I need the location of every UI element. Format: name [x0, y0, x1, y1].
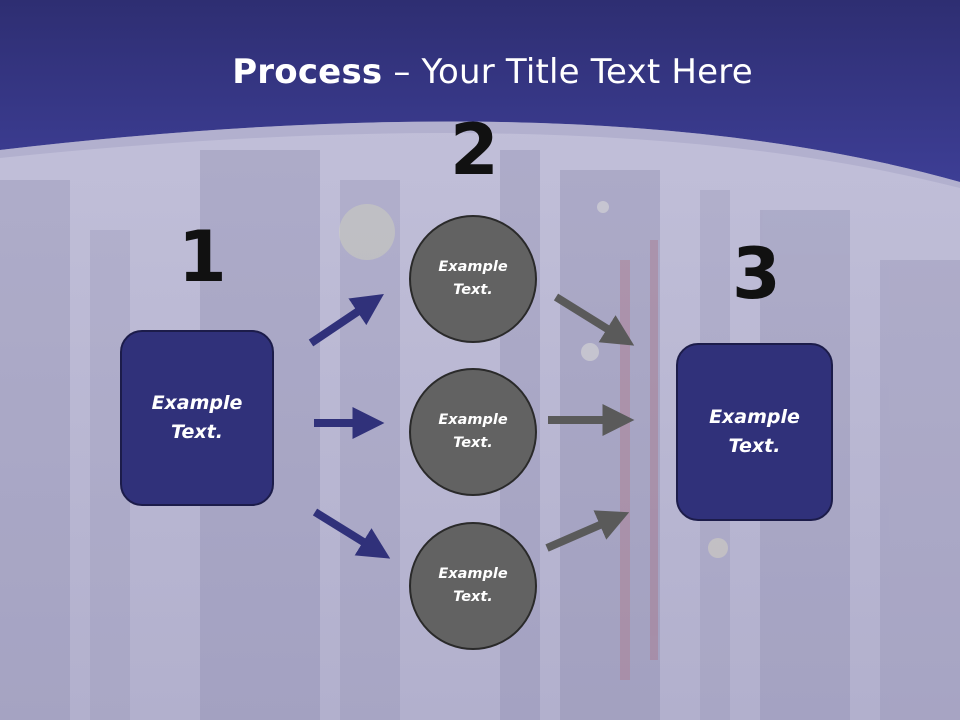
step-number-1: 1	[178, 216, 227, 298]
arrow-up-right	[308, 293, 384, 347]
step-2-circle-top: Example Text.	[409, 215, 537, 343]
step-number-2: 2	[450, 109, 499, 191]
arrow-down-right	[312, 508, 391, 559]
step-2-circle-middle-text: Example Text.	[438, 412, 508, 451]
step-2-circle-top-text: Example Text.	[438, 259, 508, 298]
step-2-circle-bottom-text: Example Text.	[438, 566, 508, 605]
arrow-gray-down-right	[553, 293, 635, 346]
step-1-box: Example Text.	[120, 330, 274, 506]
title-bold: Process	[232, 52, 383, 92]
step-3-text: Example Text.	[709, 406, 800, 457]
arrow-gray-up-right	[545, 510, 630, 552]
step-number-3: 3	[732, 233, 781, 315]
step-2-circle-middle: Example Text.	[409, 368, 537, 496]
slide-title: Process – Your Title Text Here	[0, 52, 960, 92]
title-rest: – Your Title Text Here	[382, 52, 753, 92]
step-2-circle-bottom: Example Text.	[409, 522, 537, 650]
step-3-box: Example Text.	[676, 343, 833, 521]
step-1-text: Example Text.	[151, 392, 243, 443]
